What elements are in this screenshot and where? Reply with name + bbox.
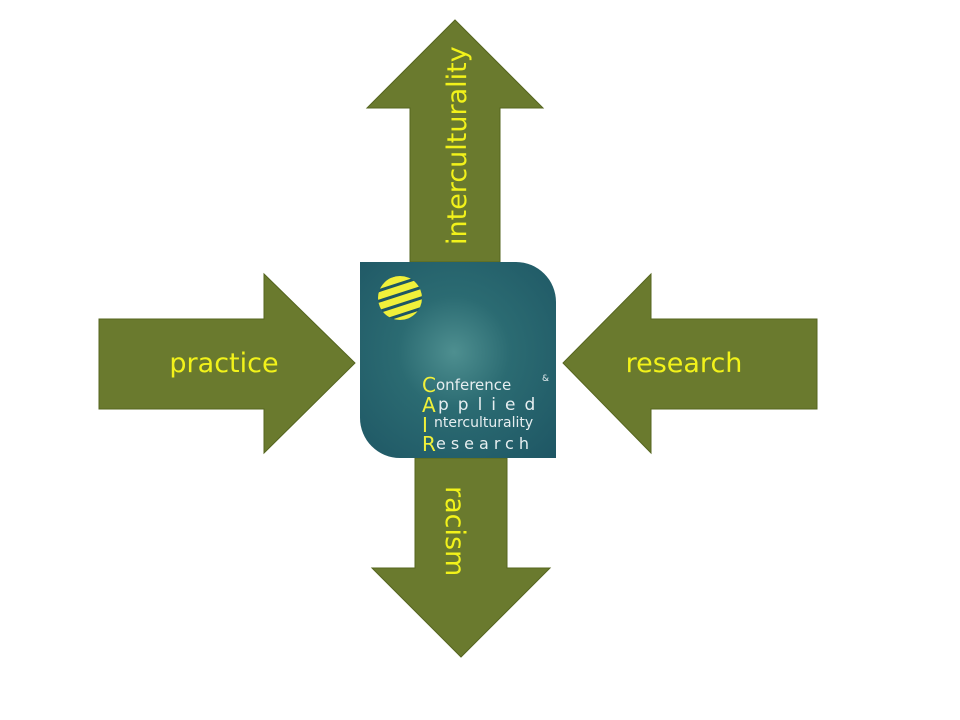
- logo-initial-i: I: [422, 413, 428, 437]
- arrow-left-label: practice: [169, 348, 278, 379]
- logo-initial-c: C: [422, 373, 436, 397]
- arrow-down: racism: [370, 457, 552, 658]
- logo-initial-a: A: [422, 393, 436, 417]
- arrow-right-label: research: [626, 348, 743, 379]
- conference-logo: C A I R onference & pplied nterculturali…: [360, 262, 556, 458]
- arrow-down-label: racism: [439, 486, 470, 576]
- arrow-up-label: interculturality: [442, 46, 473, 245]
- arrow-right-pointing: practice: [98, 272, 356, 455]
- arrow-left-pointing: research: [562, 272, 818, 455]
- logo-line-research: esearch: [436, 434, 534, 453]
- logo-line-interculturality: nterculturality: [434, 415, 534, 431]
- sphere-icon: [378, 276, 422, 320]
- arrow-up: interculturality: [365, 19, 545, 263]
- logo-line-conference: onference: [436, 376, 512, 394]
- logo-line-applied: pplied: [438, 395, 545, 415]
- logo-ampersand: &: [542, 374, 550, 384]
- logo-initial-r: R: [422, 432, 436, 456]
